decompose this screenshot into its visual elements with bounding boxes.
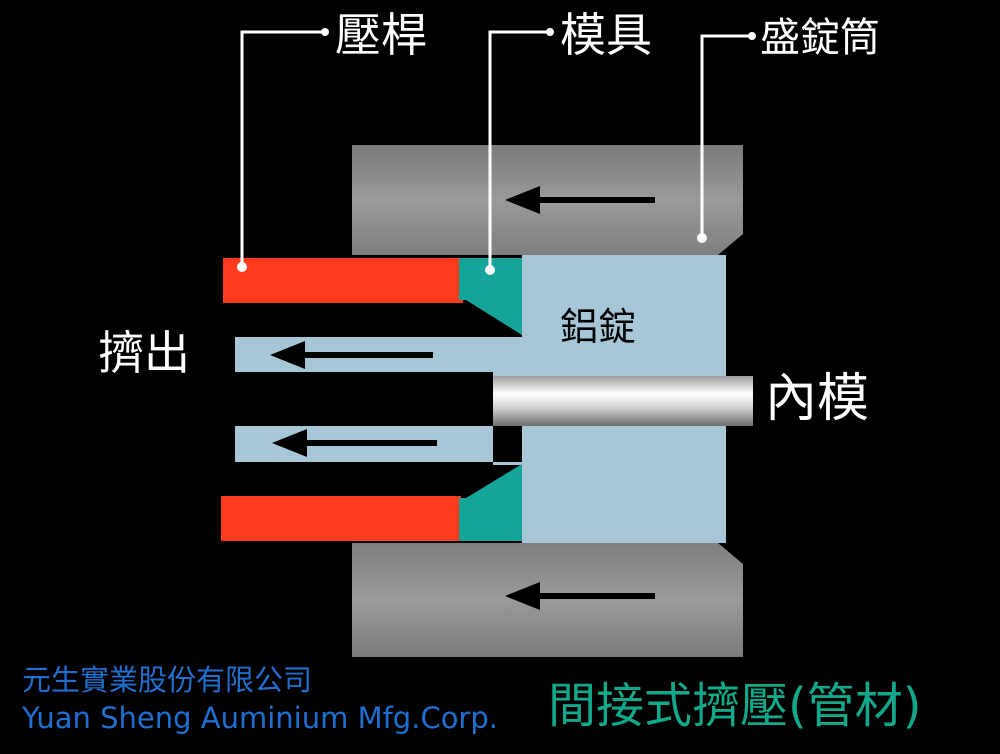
container-label: 盛錠筒 [760, 15, 880, 61]
ram-top [223, 258, 463, 303]
arrow-extrude-bottom [272, 429, 437, 457]
company-name-zh: 元生實業股份有限公司 [22, 663, 313, 697]
container-bottom [352, 543, 743, 657]
diagram-caption: 間接式擠壓(管材) [548, 678, 922, 734]
ram-label: 壓桿 [335, 8, 427, 62]
ram-bottom [221, 496, 461, 541]
arrow-extrude-top [270, 341, 433, 369]
leader-container [697, 32, 756, 243]
die-bottom [459, 464, 522, 541]
billet-label: 鋁錠 [560, 305, 637, 349]
die-label: 模具 [560, 8, 652, 62]
mandrel-label: 內模 [765, 369, 870, 429]
arrow-container-bottom [505, 582, 655, 610]
die-top [459, 258, 522, 335]
leader-ram [237, 28, 329, 272]
mandrel [493, 376, 753, 426]
leader-die [485, 28, 554, 275]
extrude-label: 擠出 [98, 326, 190, 380]
arrow-container-top [505, 186, 655, 214]
company-name-en: Yuan Sheng Auminium Mfg.Corp. [22, 701, 498, 735]
billet-upper [235, 255, 726, 376]
